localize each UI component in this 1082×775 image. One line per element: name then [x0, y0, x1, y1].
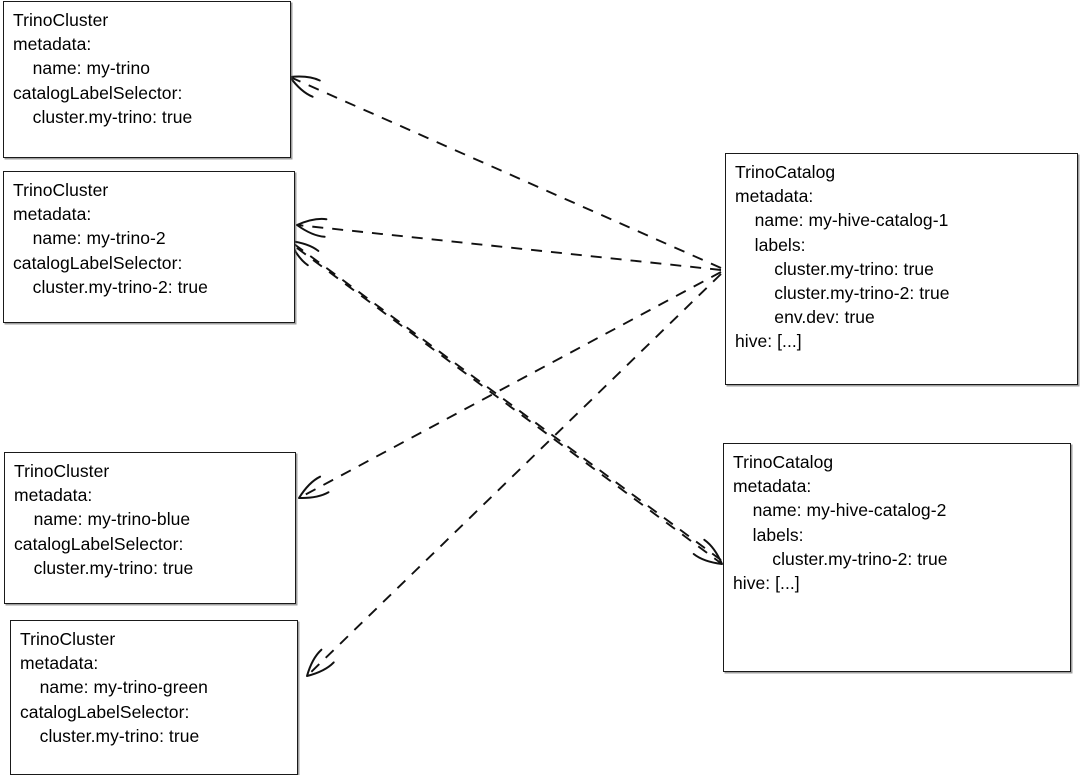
- edge-line: [296, 247, 723, 565]
- node-spec-line: cluster.my-trino: true: [735, 258, 934, 279]
- edge-arrowhead: [298, 475, 330, 500]
- node-spec-line: name: my-trino-2: [13, 228, 166, 249]
- node-kind-label: TrinoCluster: [13, 180, 109, 200]
- node-spec-line: hive: [...]: [733, 573, 800, 594]
- edge-line: [296, 224, 722, 271]
- edge-edge-my-trino-2-to-catalog2: [296, 247, 723, 565]
- node-body: TrinoCatalog metadata: name: my-hive-cata…: [724, 444, 1070, 601]
- edge-arrowhead: [289, 75, 321, 98]
- node-trinocluster-my-trino-blue: TrinoCluster metadata: name: my-trino-blu…: [4, 452, 296, 604]
- edge-arrowhead: [296, 217, 328, 238]
- node-spec-line: env.dev: true: [735, 307, 875, 328]
- node-trinocluster-my-trino: TrinoCluster metadata: name: my-trino cata…: [3, 1, 291, 158]
- node-kind-label: TrinoCluster: [13, 10, 109, 30]
- node-spec-line: metadata:: [735, 186, 814, 207]
- node-trinocatalog-my-hive-catalog-1: TrinoCatalog metadata: name: my-hive-cata…: [725, 153, 1078, 385]
- node-trinocluster-my-trino-2: TrinoCluster metadata: name: my-trino-2 ca…: [3, 171, 295, 323]
- node-spec-line: catalogLabelSelector:: [13, 252, 183, 273]
- edge-edge-catalog1-to-my-trino: [289, 75, 722, 269]
- node-spec-line: metadata:: [13, 204, 92, 225]
- node-spec-line: name: my-trino: [13, 58, 151, 79]
- node-spec-line: catalogLabelSelector:: [20, 701, 190, 722]
- node-spec-line: catalogLabelSelector:: [13, 82, 183, 103]
- node-spec-line: cluster.my-trino-2: true: [733, 548, 948, 569]
- edge-line: [298, 271, 722, 499]
- node-body: TrinoCluster metadata: name: my-trino-gre…: [11, 621, 297, 754]
- node-spec-line: cluster.my-trino-2: true: [13, 276, 208, 297]
- edge-arrowhead: [692, 538, 723, 565]
- node-spec-line: cluster.my-trino: true: [13, 106, 193, 127]
- edge-line: [289, 240, 722, 561]
- node-kind-label: TrinoCatalog: [733, 452, 834, 472]
- node-spec-line: hive: [...]: [735, 331, 802, 352]
- edge-edge-catalog1-to-my-trino-2: [296, 217, 722, 271]
- node-spec-line: name: my-trino-blue: [14, 509, 191, 530]
- node-kind-label: TrinoCatalog: [735, 162, 836, 182]
- edge-line: [306, 273, 722, 677]
- node-spec-line: metadata:: [20, 653, 99, 674]
- node-spec-line: metadata:: [14, 485, 93, 506]
- edge-arrowhead: [306, 648, 335, 677]
- node-trinocluster-my-trino-green: TrinoCluster metadata: name: my-trino-gre…: [10, 620, 298, 775]
- node-kind-label: TrinoCluster: [20, 629, 116, 649]
- node-spec-line: name: my-trino-green: [20, 677, 208, 698]
- node-kind-label: TrinoCluster: [14, 461, 110, 481]
- edge-edge-catalog1-to-my-trino-blue: [298, 271, 722, 500]
- node-spec-line: cluster.my-trino-2: true: [735, 283, 950, 304]
- node-body: TrinoCatalog metadata: name: my-hive-cata…: [726, 154, 1077, 360]
- node-spec-line: name: my-hive-catalog-1: [735, 210, 949, 231]
- node-spec-line: metadata:: [733, 476, 812, 497]
- edge-line: [289, 76, 722, 269]
- node-body: TrinoCluster metadata: name: my-trino cata…: [4, 2, 290, 135]
- edge-edge-catalog2-to-my-trino-2: [289, 240, 722, 561]
- node-spec-line: cluster.my-trino: true: [14, 557, 194, 578]
- edge-edge-catalog1-to-my-trino-green: [306, 273, 722, 677]
- node-spec-line: labels:: [735, 234, 806, 255]
- node-spec-line: catalogLabelSelector:: [14, 533, 184, 554]
- node-spec-line: cluster.my-trino: true: [20, 725, 200, 746]
- node-trinocatalog-my-hive-catalog-2: TrinoCatalog metadata: name: my-hive-cata…: [723, 443, 1071, 672]
- node-body: TrinoCluster metadata: name: my-trino-2 ca…: [4, 172, 294, 305]
- node-spec-line: labels:: [733, 524, 804, 545]
- node-spec-line: metadata:: [13, 34, 92, 55]
- node-spec-line: name: my-hive-catalog-2: [733, 500, 947, 521]
- node-body: TrinoCluster metadata: name: my-trino-blu…: [5, 453, 295, 586]
